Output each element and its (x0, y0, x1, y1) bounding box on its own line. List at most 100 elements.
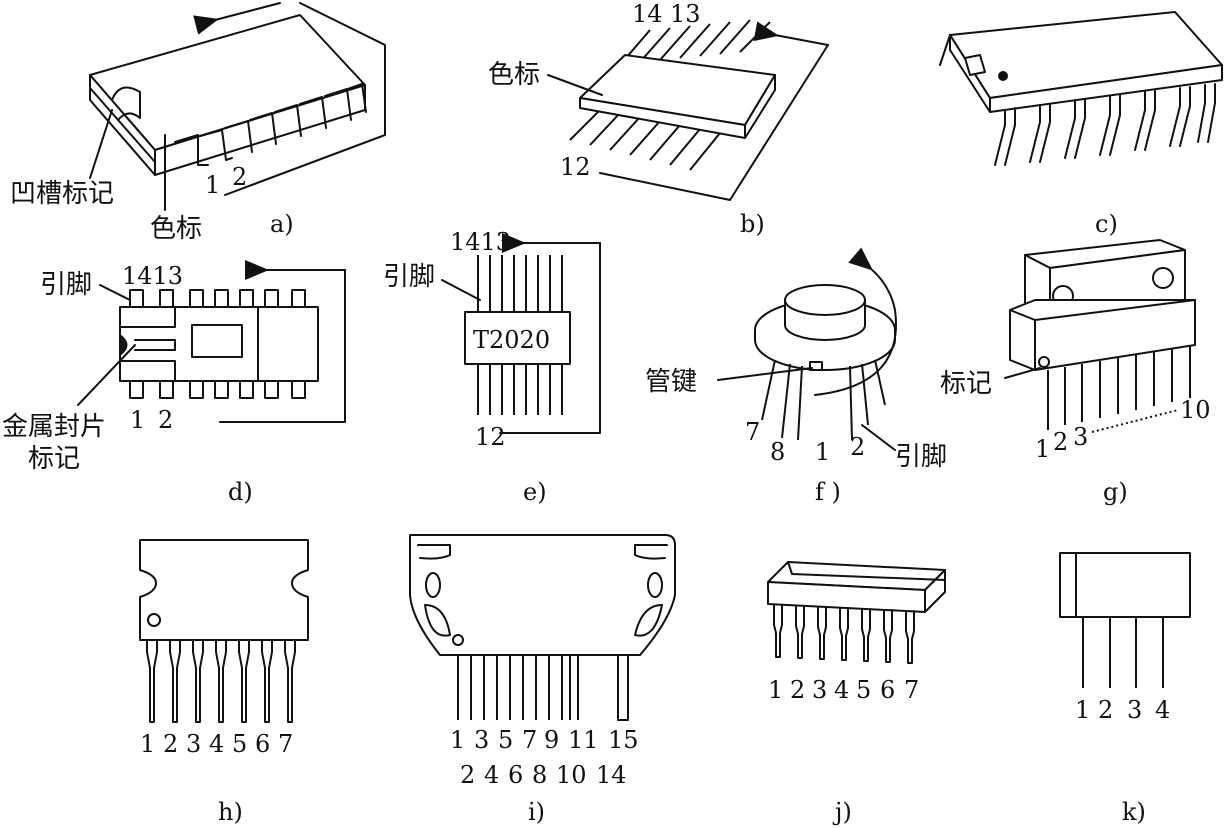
pin-h (284, 639, 296, 723)
pin-number-j: 3 (812, 676, 827, 704)
pin-number-i: 7 (522, 726, 537, 754)
pin-12-e: 12 (475, 423, 506, 451)
pins-i (457, 654, 629, 721)
caption-b: b) (740, 210, 765, 238)
caption-k: k) (1122, 798, 1146, 826)
package-h: 1 2 3 4 5 6 7 h) (139, 539, 309, 826)
pin-number-i: 8 (532, 761, 547, 789)
pin-number-k: 1 (1075, 696, 1090, 724)
caption-f: f ) (815, 478, 841, 506)
pin-1-g: 1 (1035, 435, 1050, 463)
pin-number-i: 11 (568, 726, 599, 754)
pin-13-b: 13 (670, 0, 701, 28)
pin-numbers-k: 1 2 3 4 (1075, 696, 1170, 724)
groove-mark-label: 凹槽标记 (10, 179, 114, 209)
pins-f (761, 359, 886, 441)
pin-12-b: 12 (560, 153, 591, 181)
pin-2-g: 2 (1053, 428, 1068, 456)
pin-number-h: 6 (255, 730, 270, 758)
pin-10-g: 10 (1180, 396, 1211, 424)
package-e: T2020 引脚 1413 12 e) (383, 228, 601, 506)
pin-number-j: 5 (856, 676, 871, 704)
caption-h: h) (218, 798, 243, 826)
pin-2-d: 2 (158, 406, 173, 434)
tube-key-label: 管键 (645, 367, 697, 397)
pin-8-f: 8 (770, 438, 785, 466)
pin-number-j: 2 (790, 676, 805, 704)
pin-j (905, 610, 915, 664)
pin-1413-d: 1413 (122, 262, 183, 290)
pin-number-h: 7 (278, 730, 293, 758)
pin-h (192, 639, 204, 723)
pin-number-k: 4 (1155, 696, 1170, 724)
pin-number-i: 9 (544, 726, 559, 754)
pin-1-f: 1 (815, 438, 830, 466)
pin-number-i: 2 (460, 761, 475, 789)
pin-h (215, 639, 227, 723)
pin-number-j: 1 (768, 676, 783, 704)
pin-3-g: 3 (1073, 423, 1088, 451)
pin-number-h: 1 (140, 730, 155, 758)
pin-j (773, 604, 783, 658)
pin-number-i: 15 (608, 726, 639, 754)
pin-h (169, 639, 181, 723)
pin-number-k: 2 (1098, 696, 1113, 724)
package-j: 1 2 3 4 5 6 7 j) (767, 561, 946, 826)
pin-j (861, 608, 871, 662)
pin-1-a: 1 (205, 171, 220, 199)
package-g: 标记 1 2 3 10 g) (940, 239, 1211, 506)
caption-j: j) (832, 798, 852, 826)
pin-numbers-i-bottom: 2 4 6 8 10 14 (460, 761, 627, 789)
caption-g: g) (1103, 478, 1128, 506)
pin-label-d: 引脚 (40, 270, 92, 300)
caption-a: a) (270, 210, 294, 238)
pins-d-bottom (129, 380, 306, 399)
pin-number-i: 10 (556, 761, 587, 789)
package-c: c) (939, 11, 1223, 238)
pin-2-a: 2 (232, 163, 247, 191)
pin-label-f: 引脚 (895, 442, 947, 472)
chip-marking-e: T2020 (473, 326, 550, 354)
pins-d-top (129, 289, 306, 308)
pins-b-bottom (569, 109, 721, 171)
caption-i: i) (528, 798, 545, 826)
pin-number-h: 4 (209, 730, 224, 758)
metal-tab-label-line1: 金属封片 (2, 412, 106, 442)
pin-j (817, 606, 827, 660)
caption-e: e) (523, 478, 547, 506)
pin-h (261, 639, 273, 723)
pin-j (883, 609, 893, 663)
pin-1413-e: 1413 (450, 228, 511, 256)
package-d: 引脚 1413 金属封片 标记 1 2 d) (2, 260, 346, 506)
pins-j (773, 604, 915, 664)
package-k: 1 2 3 4 k) (1059, 552, 1191, 826)
pins-h (146, 639, 296, 723)
pins-g (1047, 346, 1191, 430)
pin-number-i: 1 (450, 726, 465, 754)
pin-number-k: 3 (1127, 696, 1142, 724)
pin-number-j: 7 (904, 676, 919, 704)
pin-number-i: 5 (498, 726, 513, 754)
pin-number-i: 4 (484, 761, 499, 789)
pins-k (1082, 617, 1164, 688)
pin-j (839, 607, 849, 661)
pin1-dot-c (998, 71, 1008, 81)
mark-label-g: 标记 (940, 369, 992, 399)
package-b: 色标 14 13 12 b) (488, 0, 829, 238)
pin-number-h: 2 (163, 730, 178, 758)
pin-h (238, 639, 250, 723)
pin-h (146, 639, 158, 723)
pins-a (174, 83, 367, 166)
pin-1-d: 1 (130, 406, 145, 434)
pin-number-i: 3 (474, 726, 489, 754)
pin-number-h: 3 (186, 730, 201, 758)
pin-number-i: 14 (596, 761, 627, 789)
package-i: 1 3 5 7 9 11 15 2 4 6 8 10 14 i) (409, 534, 676, 826)
pin-numbers-j: 1 2 3 4 5 6 7 (768, 676, 919, 704)
pin-label-e: 引脚 (383, 262, 435, 292)
pin-number-j: 4 (834, 676, 849, 704)
pin-number-j: 6 (880, 676, 895, 704)
color-mark-label-b: 色标 (488, 60, 540, 90)
pin-7-f: 7 (745, 418, 760, 446)
